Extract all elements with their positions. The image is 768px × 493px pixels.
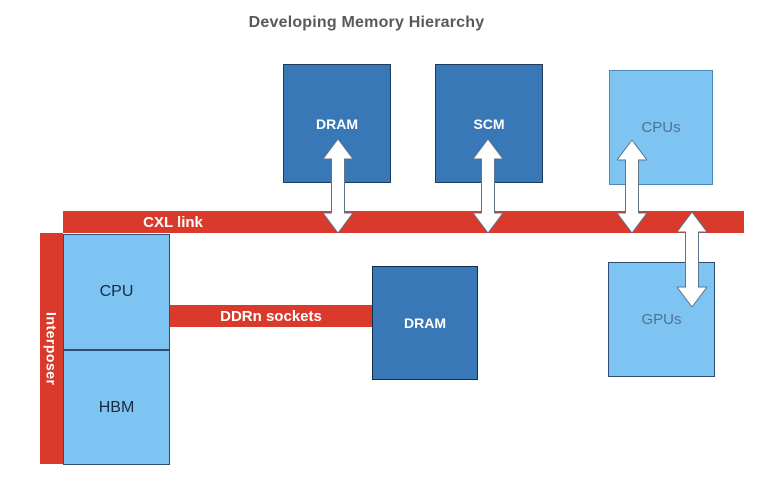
ddrn-sockets-bus: DDRn sockets: [170, 305, 372, 327]
hbm-box: HBM: [63, 350, 170, 465]
interposer-label: Interposer: [43, 311, 60, 386]
cpu-label: CPU: [99, 283, 134, 300]
dram-top-label: DRAM: [316, 115, 358, 132]
gpus-label: GPUs: [641, 311, 682, 328]
interposer-bus: Interposer: [40, 233, 63, 464]
cpus-label: CPUs: [641, 119, 681, 136]
dram-mid-label: DRAM: [404, 315, 446, 331]
hbm-label: HBM: [98, 398, 135, 416]
scm-cxl-double-arrow-icon: [473, 139, 503, 233]
cxl-gpus-double-arrow-icon: [677, 212, 707, 307]
dram-mid-box: DRAM: [372, 266, 478, 380]
cpus-cxl-double-arrow-icon: [617, 140, 647, 233]
scm-label: SCM: [473, 115, 505, 132]
dram-cxl-double-arrow-icon: [323, 139, 353, 233]
diagram-title: Developing Memory Hierarchy: [248, 14, 485, 31]
cxl-link-label: CXL link: [143, 213, 203, 231]
cpu-box: CPU: [63, 234, 170, 350]
ddrn-sockets-label: DDRn sockets: [220, 307, 322, 325]
cxl-link-bus: CXL link: [63, 211, 744, 233]
